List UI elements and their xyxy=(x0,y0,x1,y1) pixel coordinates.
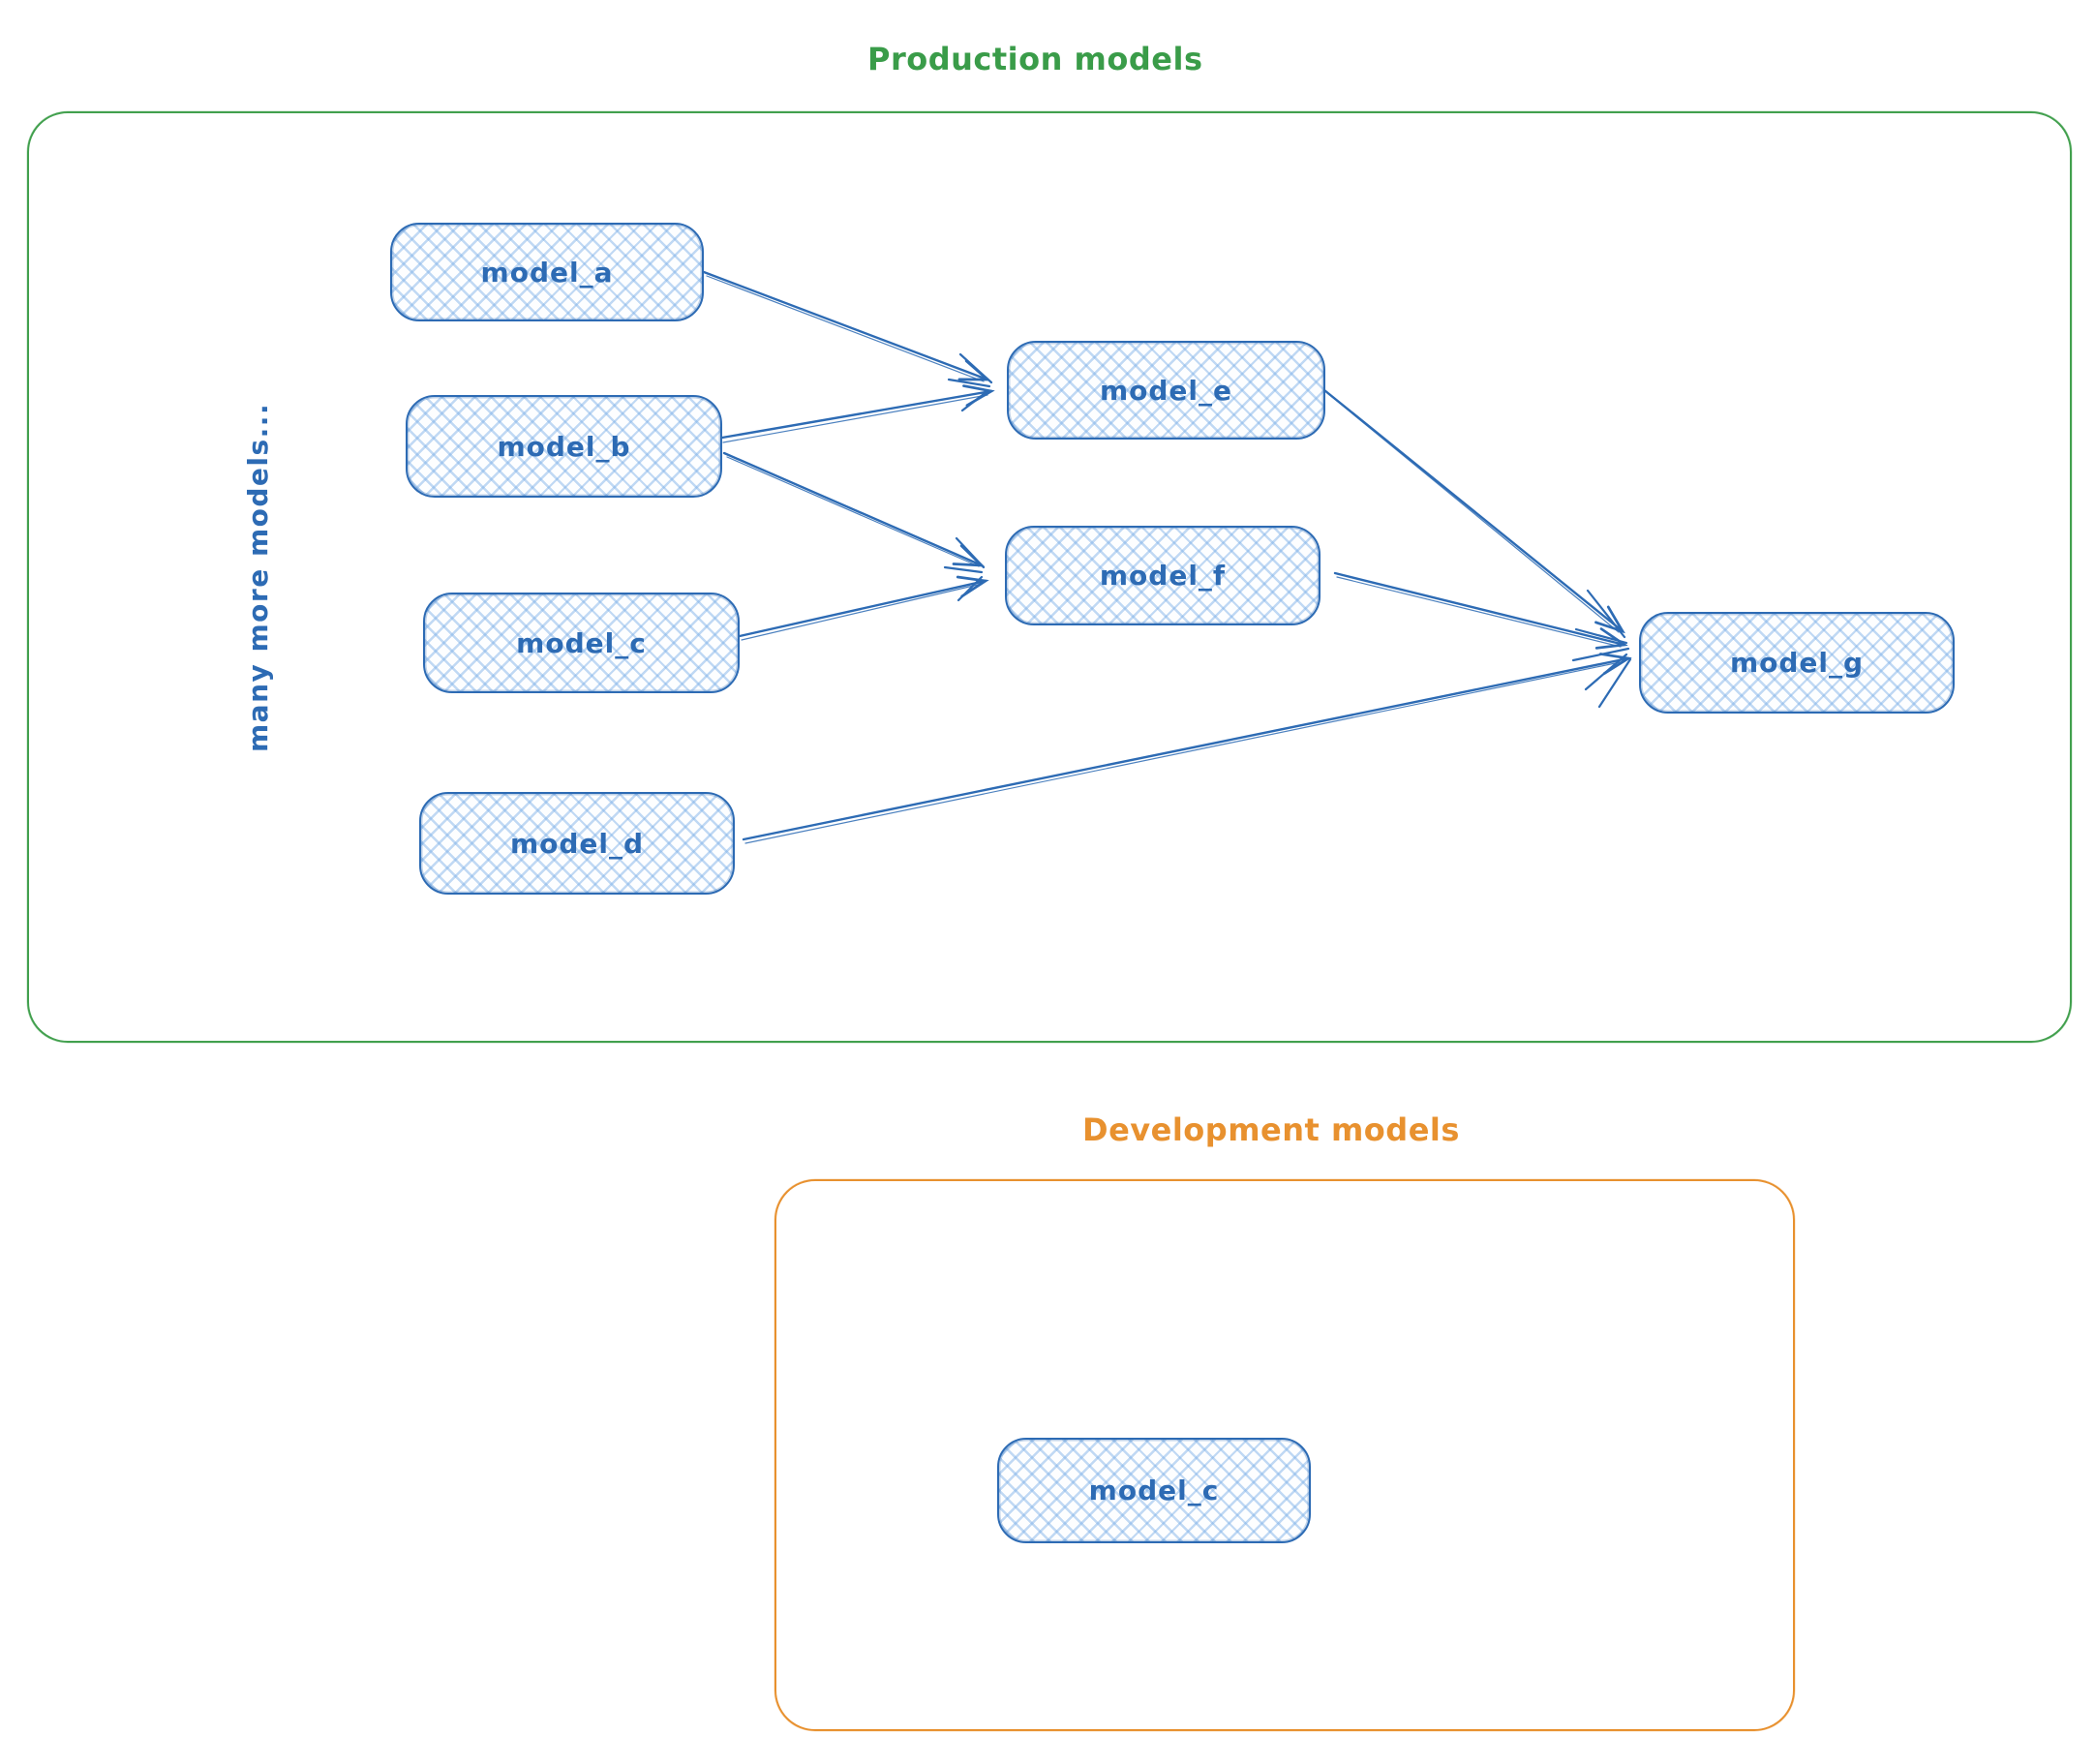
node-model_f: model_f xyxy=(1005,526,1321,625)
node-model_c: model_c xyxy=(423,593,740,693)
node-model_b: model_b xyxy=(406,395,722,498)
node-model_d: model_d xyxy=(419,792,735,895)
development-frame-title: Development models xyxy=(1082,1111,1460,1148)
node-model_g-label: model_g xyxy=(1729,647,1865,679)
node-model_e: model_e xyxy=(1007,341,1325,440)
node-model_g: model_g xyxy=(1639,612,1955,714)
node-model_b-label: model_b xyxy=(497,430,631,463)
node-model_e-label: model_e xyxy=(1099,374,1233,407)
node-model_d-label: model_d xyxy=(509,827,645,860)
node-model_c-label: model_c xyxy=(516,626,647,659)
node-model_c-dev: model_c xyxy=(997,1438,1311,1543)
many-more-models-note: many more models... xyxy=(242,402,274,752)
node-model_a-label: model_a xyxy=(480,256,614,289)
node-model_f-label: model_f xyxy=(1099,560,1227,592)
production-frame-title: Production models xyxy=(867,41,1203,77)
development-frame xyxy=(774,1179,1795,1731)
production-frame xyxy=(27,111,2072,1043)
node-model_a: model_a xyxy=(390,223,704,321)
node-model_c-dev-label: model_c xyxy=(1088,1475,1220,1506)
